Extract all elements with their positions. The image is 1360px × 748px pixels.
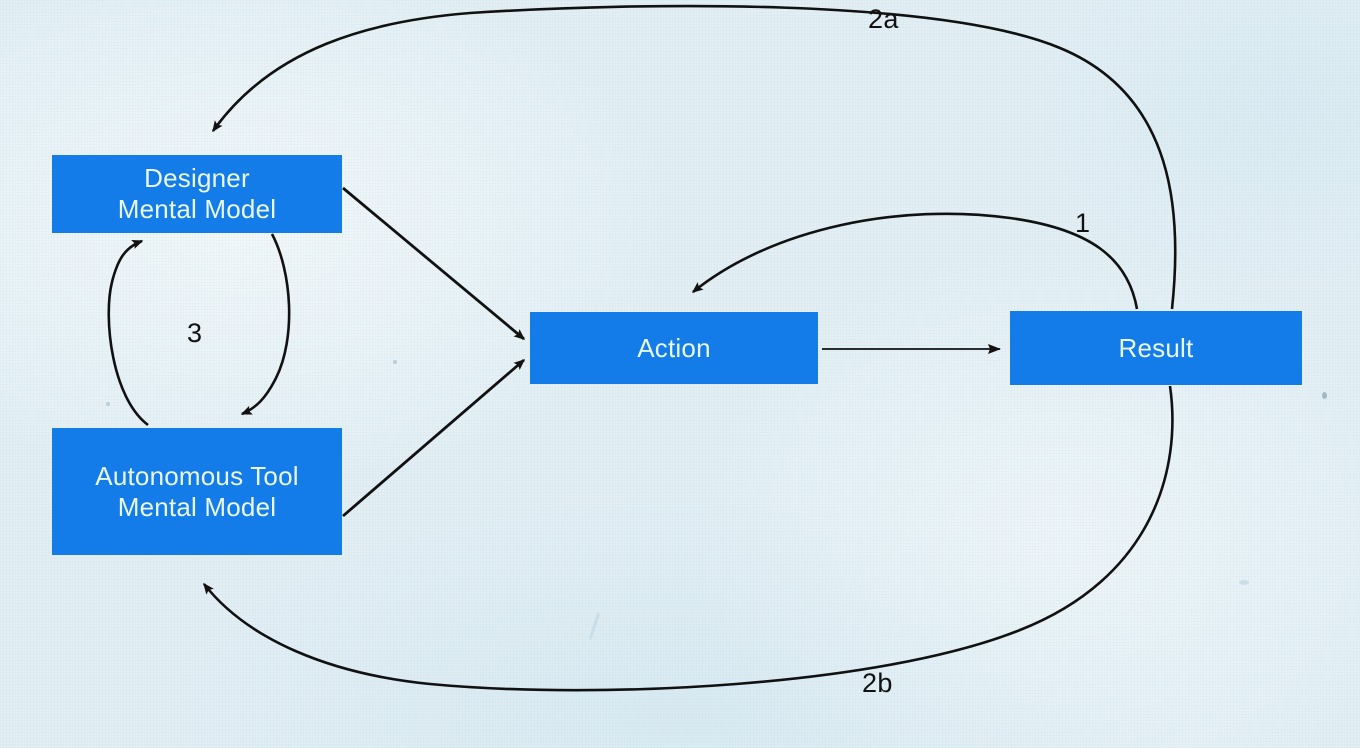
edge-label-1: 1: [1075, 208, 1091, 238]
edge-result-to-action-1: [691, 212, 1139, 310]
edge-label-2a: 2a: [868, 4, 899, 34]
edge-designer-to-action: [342, 186, 526, 341]
edge-designer-to-tool-3: [240, 233, 291, 416]
node-designer-mental-model[interactable]: Designer Mental Model: [52, 155, 342, 233]
edge-tool-to-designer-3: [107, 239, 149, 427]
edge-label-3: 3: [187, 318, 203, 348]
edge-label-2b: 2b: [862, 668, 893, 698]
edge-tool-to-action: [342, 358, 526, 518]
node-autonomous-tool-mental-model-label: Autonomous Tool Mental Model: [95, 460, 299, 522]
node-action[interactable]: Action: [530, 312, 818, 384]
edge-result-to-designer-2a: [211, 4, 1177, 310]
node-designer-mental-model-label: Designer Mental Model: [117, 163, 277, 224]
node-result[interactable]: Result: [1010, 311, 1302, 385]
node-result-label: Result: [1118, 332, 1194, 363]
edge-result-to-tool-2b: [202, 385, 1174, 692]
node-autonomous-tool-mental-model[interactable]: Autonomous Tool Mental Model: [52, 428, 342, 555]
node-action-label: Action: [637, 332, 711, 363]
